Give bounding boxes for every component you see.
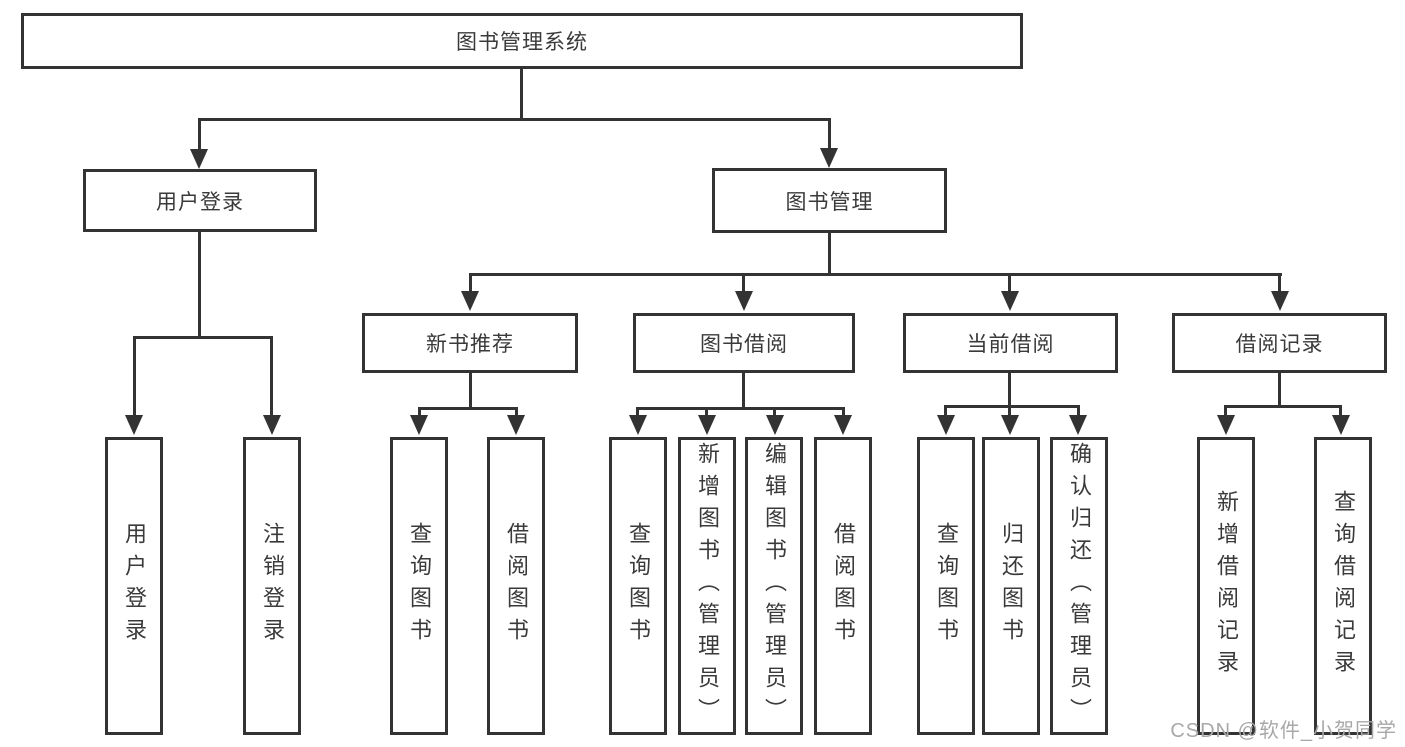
connector-book-borrow-stem bbox=[742, 273, 745, 293]
arrow-down-icon-cb-return bbox=[1001, 415, 1019, 435]
connector-cb-down bbox=[1008, 373, 1011, 405]
connector-cb-hline bbox=[944, 405, 1080, 408]
arrow-down-icon-br-add bbox=[1217, 415, 1235, 435]
arrow-down-icon-bb-add bbox=[698, 415, 716, 435]
arrow-down-icon-cb-query bbox=[937, 415, 955, 435]
arrow-down-icon-current-borrow bbox=[1001, 291, 1019, 311]
connector-nbr-query-stem bbox=[418, 407, 421, 417]
arrow-down-icon-bb-edit bbox=[766, 415, 784, 435]
leaf-cb-return-books: 归还图书 bbox=[982, 437, 1040, 735]
leaf-user-login: 用户登录 bbox=[105, 437, 163, 735]
connector-leaf-user-login-stem bbox=[133, 336, 136, 417]
csdn-watermark: CSDN @软件_小贺同学 bbox=[1170, 720, 1397, 742]
connector-borrow-records-stem bbox=[1278, 273, 1281, 293]
connector-bb-edit-stem bbox=[773, 407, 776, 417]
connector-bb-borrow-stem bbox=[842, 407, 845, 417]
connector-leaf-logout-stem bbox=[270, 336, 273, 417]
node-root: 图书管理系统 bbox=[21, 13, 1023, 69]
connector-cb-query-stem bbox=[944, 405, 947, 417]
arrow-down-icon-book-mgmt bbox=[820, 148, 838, 168]
connector-book-mgmt-stem bbox=[828, 118, 831, 151]
node-current-borrow: 当前借阅 bbox=[903, 313, 1118, 373]
connector-bb-down bbox=[742, 373, 745, 407]
arrow-down-icon-bb-borrow bbox=[834, 415, 852, 435]
arrow-down-icon-user-login bbox=[190, 149, 208, 169]
leaf-bb-query-books: 查询图书 bbox=[609, 437, 667, 735]
node-book-borrow: 图书借阅 bbox=[633, 313, 855, 373]
connector-current-borrow-stem bbox=[1008, 273, 1011, 293]
node-user-login: 用户登录 bbox=[83, 169, 317, 232]
connector-cb-return-stem bbox=[1008, 405, 1011, 417]
connector-nbr-borrow-stem bbox=[515, 407, 518, 417]
leaf-logout: 注销登录 bbox=[243, 437, 301, 735]
leaf-br-query-record: 查询借阅记录 bbox=[1314, 437, 1372, 735]
connector-user-login-stem bbox=[198, 118, 201, 151]
connector-level2-hline bbox=[198, 118, 831, 121]
connector-book-mgmt-down bbox=[828, 233, 831, 273]
arrow-down-icon-leaf-user-login bbox=[125, 415, 143, 435]
node-new-book-rec: 新书推荐 bbox=[362, 313, 578, 373]
connector-br-query-stem bbox=[1339, 405, 1342, 417]
leaf-nbr-borrow-books: 借阅图书 bbox=[487, 437, 545, 735]
connector-br-hline bbox=[1224, 405, 1342, 408]
arrow-down-icon-nbr-borrow bbox=[507, 415, 525, 435]
arrow-down-icon-leaf-logout bbox=[263, 415, 281, 435]
connector-bb-add-stem bbox=[705, 407, 708, 417]
connector-bb-hline bbox=[636, 407, 845, 410]
connector-root-stem bbox=[520, 69, 523, 118]
connector-nbr-hline bbox=[418, 407, 518, 410]
leaf-nbr-query-books: 查询图书 bbox=[390, 437, 448, 735]
connector-br-add-stem bbox=[1224, 405, 1227, 417]
leaf-bb-edit-books-admin: 编辑图书（管理员） bbox=[745, 437, 803, 735]
connector-bb-query-stem bbox=[636, 407, 639, 417]
connector-nbr-down bbox=[469, 373, 472, 407]
connector-new-book-rec-stem bbox=[469, 273, 472, 293]
arrow-down-icon-bb-query bbox=[629, 415, 647, 435]
leaf-bb-add-books-admin: 新增图书（管理员） bbox=[678, 437, 736, 735]
connector-level3-hline bbox=[469, 273, 1282, 276]
leaf-cb-confirm-return-admin: 确认归还（管理员） bbox=[1050, 437, 1108, 735]
leaf-cb-query-books: 查询图书 bbox=[917, 437, 975, 735]
connector-br-down bbox=[1278, 373, 1281, 405]
node-borrow-records: 借阅记录 bbox=[1172, 313, 1387, 373]
arrow-down-icon-br-query bbox=[1332, 415, 1350, 435]
arrow-down-icon-new-book-rec bbox=[461, 291, 479, 311]
leaf-bb-borrow-books: 借阅图书 bbox=[814, 437, 872, 735]
arrow-down-icon-book-borrow bbox=[735, 291, 753, 311]
node-book-mgmt: 图书管理 bbox=[712, 168, 947, 233]
connector-user-login-hline bbox=[133, 336, 273, 339]
arrow-down-icon-cb-confirm bbox=[1069, 415, 1087, 435]
connector-user-login-down bbox=[198, 232, 201, 336]
arrow-down-icon-nbr-query bbox=[410, 415, 428, 435]
connector-cb-confirm-stem bbox=[1077, 405, 1080, 417]
leaf-br-add-record: 新增借阅记录 bbox=[1197, 437, 1255, 735]
arrow-down-icon-borrow-records bbox=[1271, 291, 1289, 311]
